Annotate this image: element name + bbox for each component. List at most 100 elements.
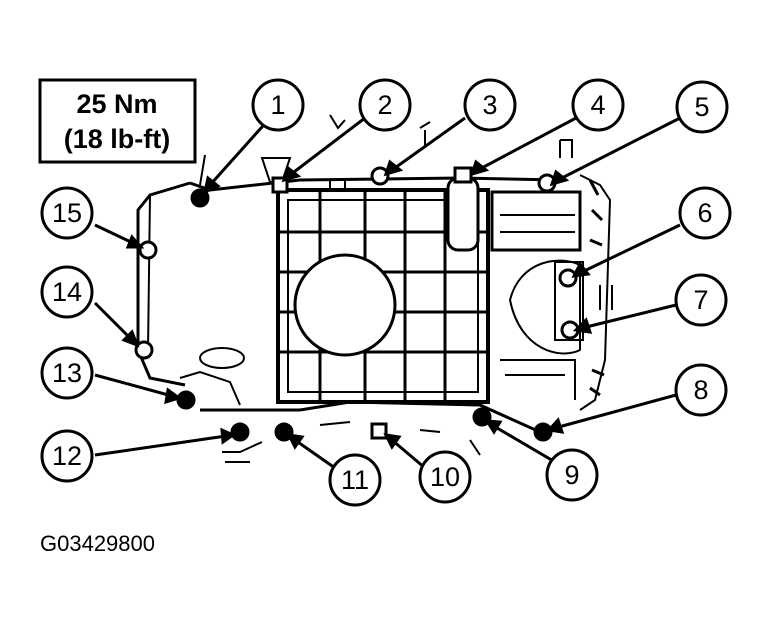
callout-5-number: 5 (694, 92, 709, 122)
callout-12: 12 (40, 429, 94, 483)
lower-connector (222, 441, 263, 463)
arrowhead-8 (546, 417, 565, 434)
bolt-8 (533, 422, 553, 442)
upper-details (329, 114, 431, 145)
callout-8: 8 (674, 363, 728, 417)
callout-7: 7 (674, 273, 728, 327)
leader-4 (477, 116, 577, 172)
leader-12 (94, 434, 227, 457)
leader-8 (554, 393, 677, 430)
callouts: 1 2 3 4 5 6 7 8 9 10 11 12 13 14 15 (40, 78, 732, 507)
right-curved-housing (508, 259, 581, 355)
callout-10: 10 (418, 450, 472, 504)
right-edge-teeth (588, 179, 605, 397)
leader-7 (581, 303, 677, 330)
callout-9-number: 9 (564, 460, 579, 490)
arrowhead-10 (383, 433, 402, 450)
torque-metric: 25 Nm (76, 89, 157, 119)
callout-8-number: 8 (693, 375, 708, 405)
cover-left-inner (147, 194, 151, 351)
leader-15 (94, 223, 136, 246)
housing-inner-frame (287, 199, 479, 393)
lower-left-bracket (179, 370, 241, 406)
callout-6: 6 (678, 186, 732, 240)
callout-2: 2 (358, 78, 412, 132)
arrowhead-1 (202, 175, 221, 195)
callout-7-number: 7 (693, 285, 708, 315)
callout-5: 5 (675, 80, 729, 134)
arrowhead-6 (571, 261, 591, 278)
upper-right-tab (559, 139, 573, 158)
callout-12-number: 12 (52, 441, 82, 471)
callout-11-number: 11 (341, 465, 369, 495)
callout-15: 15 (40, 186, 94, 240)
bore-opening (293, 253, 397, 357)
right-plate (554, 261, 584, 341)
cylinder-boss (446, 176, 480, 252)
leader-9 (491, 423, 556, 464)
torque-imperial: (18 lb-ft) (64, 124, 170, 154)
callout-4-number: 4 (590, 90, 605, 120)
bolt-15 (138, 240, 158, 260)
bolt-6 (558, 268, 578, 288)
callout-1: 1 (251, 78, 305, 132)
callout-13: 13 (40, 346, 94, 400)
leader-3 (391, 116, 466, 172)
arrowhead-15 (125, 234, 145, 249)
leader-lines (93, 116, 681, 470)
arrowhead-14 (121, 329, 140, 348)
callout-3: 3 (463, 78, 517, 132)
callout-14: 14 (40, 265, 94, 319)
callout-10-number: 10 (430, 462, 460, 492)
cover-left-edge (136, 181, 191, 387)
callout-9: 9 (545, 448, 599, 502)
callout-11: 11 (328, 453, 382, 507)
callout-1-number: 1 (270, 90, 285, 120)
lower-details (319, 421, 481, 456)
arrowhead-9 (484, 419, 503, 435)
lower-left-boss (199, 347, 245, 369)
leader-6 (579, 223, 681, 275)
callout-15-number: 15 (52, 198, 82, 228)
arrowhead-13 (164, 387, 183, 405)
callout-14-number: 14 (52, 277, 82, 307)
arrowhead-12 (220, 427, 237, 445)
assembly-drawing (136, 114, 613, 463)
torque-spec-frame (38, 78, 197, 164)
arrowhead-3 (383, 159, 404, 177)
arrowhead-11 (286, 433, 305, 450)
right-lower-bracket (500, 359, 576, 400)
bolt-10 (370, 422, 388, 440)
leader-2 (289, 116, 366, 177)
leader-13 (94, 373, 173, 398)
callout-13-number: 13 (52, 358, 82, 388)
arrowhead-5 (549, 169, 570, 187)
arrowhead-7 (572, 317, 593, 334)
leader-10 (391, 438, 426, 470)
torque-spec-box: 25 Nm (18 lb-ft) (38, 78, 197, 164)
right-pins (599, 285, 613, 310)
bolt-14 (134, 340, 154, 360)
bolt-12 (230, 422, 250, 442)
arrowhead-2 (281, 165, 302, 183)
bolt-13 (176, 390, 196, 410)
cover-bottom-edge (200, 400, 541, 434)
cover-tab (199, 154, 206, 186)
leader-5 (557, 116, 681, 182)
bolt-4 (453, 166, 473, 184)
cover-top-edge (189, 176, 561, 192)
leader-1 (208, 116, 272, 187)
leader-11 (294, 438, 336, 470)
callout-2-number: 2 (377, 90, 392, 120)
bolts (134, 166, 580, 442)
upper-slot (329, 180, 346, 191)
right-upper-block (490, 190, 582, 252)
leader-14 (93, 301, 134, 342)
arrowhead-4 (469, 159, 490, 177)
figure-id: G03429800 (40, 531, 155, 556)
callout-3-number: 3 (482, 90, 497, 120)
bolt-3 (370, 166, 390, 186)
callout-6-number: 6 (697, 198, 712, 228)
right-edge-profile (579, 174, 612, 411)
